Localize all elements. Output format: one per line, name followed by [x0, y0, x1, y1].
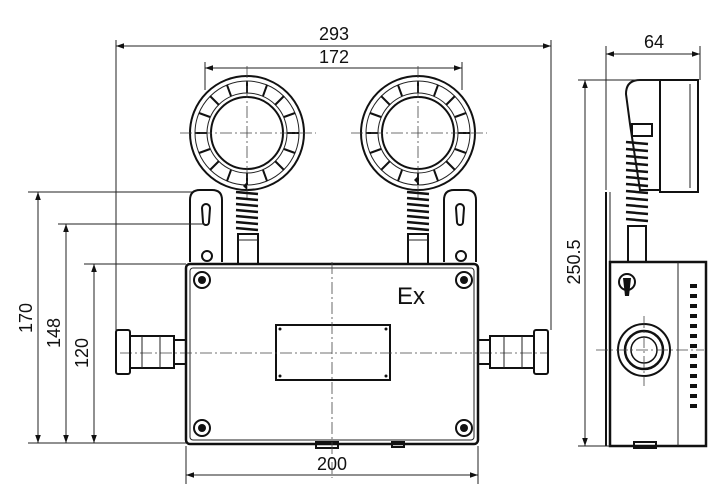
dimension-label-250-5: 250.5 — [564, 239, 584, 284]
side-screw — [618, 273, 636, 296]
dimension-overall-height: 250.5 — [564, 79, 660, 447]
dimension-label-200: 200 — [317, 454, 347, 474]
side-flexible-neck — [625, 140, 649, 263]
enclosure-body: Ex — [120, 262, 548, 478]
side-lamp-head — [624, 79, 699, 193]
dimension-box-width: 200 — [185, 446, 479, 484]
dimension-label-64: 64 — [644, 32, 664, 52]
dimension-height-170: 170 — [16, 191, 192, 444]
dimension-label-170: 170 — [16, 303, 36, 333]
right-lamp-head — [351, 66, 487, 200]
dimension-label-148: 148 — [44, 318, 64, 348]
dimension-depth: 64 — [605, 32, 701, 190]
left-cable-gland — [115, 329, 187, 375]
right-cable-gland — [477, 329, 549, 375]
left-lamp-head — [180, 66, 316, 200]
dimension-overall-width: 293 — [115, 24, 552, 330]
nameplate — [275, 324, 391, 381]
side-enclosure — [596, 260, 708, 449]
right-flexible-neck — [406, 176, 430, 265]
dimension-height-120: 120 — [72, 263, 186, 443]
side-view: 64 — [564, 32, 708, 449]
front-view: 293 172 — [16, 24, 552, 484]
dimension-lamp-spacing: 172 — [204, 47, 463, 90]
ex-marking: Ex — [397, 283, 425, 310]
corner-screws — [193, 271, 473, 437]
dimension-label-293: 293 — [319, 24, 349, 44]
dimension-height-148: 148 — [44, 223, 205, 443]
dimension-label-172: 172 — [319, 47, 349, 67]
left-mounting-bracket — [189, 189, 223, 262]
right-mounting-bracket — [443, 189, 477, 262]
dimension-label-120: 120 — [72, 338, 92, 368]
